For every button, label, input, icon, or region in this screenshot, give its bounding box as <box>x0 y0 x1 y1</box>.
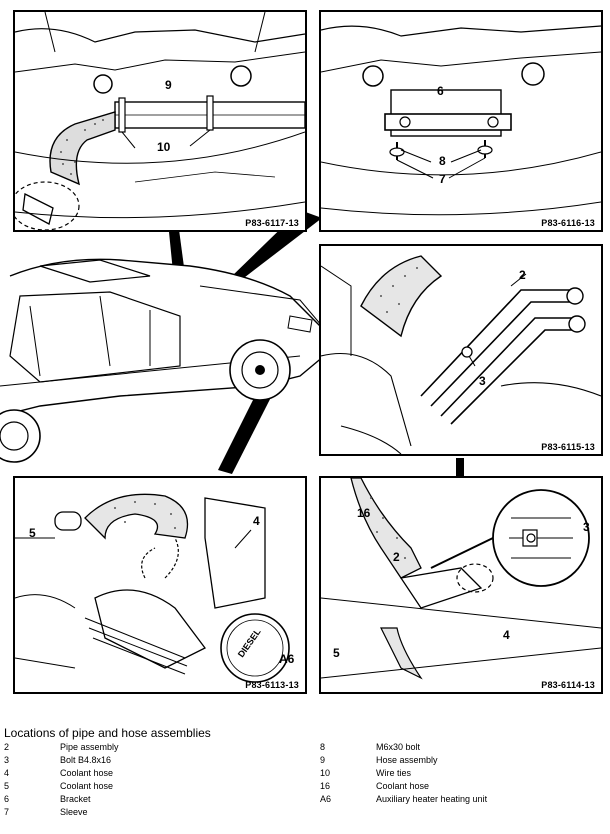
callout-A6: A6 <box>279 652 295 666</box>
panel-bottom-left: 5 4 A6 DIESEL P83-6113-13 <box>13 476 307 694</box>
legend-label: M6x30 bolt <box>376 742 421 752</box>
legend-label: Bolt B4.8x16 <box>60 755 112 765</box>
panel-mid-right: 2 3 P83-6115-13 <box>319 244 603 456</box>
legend-label: Hose assembly <box>376 755 438 765</box>
legend-number: 9 <box>320 755 326 765</box>
legend-number: 6 <box>4 794 10 804</box>
legend-label: Coolant hose <box>376 781 430 791</box>
legend-number: 5 <box>4 781 10 791</box>
callout-4: 4 <box>253 514 260 528</box>
legend-number: 3 <box>4 755 10 765</box>
callout-7: 7 <box>439 172 446 186</box>
callout-16: 16 <box>357 506 371 520</box>
callout-10: 10 <box>157 140 171 154</box>
callout-9: 9 <box>165 78 172 92</box>
legend: Locations of pipe and hose assemblies 2 … <box>4 726 604 817</box>
legend-label: Coolant hose <box>60 781 114 791</box>
callout-3: 3 <box>479 374 486 388</box>
pipe-assembly-illustration <box>321 255 601 454</box>
panel-top-right: 6 8 7 P83-6116-13 <box>319 10 603 232</box>
legend-label: Sleeve <box>60 807 88 817</box>
legend-number: 16 <box>320 781 331 791</box>
legend-number: 4 <box>4 768 10 778</box>
callout-5: 5 <box>333 646 340 660</box>
callout-8: 8 <box>439 154 446 168</box>
panel-bottom-right: 16 3 2 4 5 P83-6114-13 <box>319 476 603 694</box>
coolant-hose-routing-illustration <box>321 478 601 680</box>
figure-code: P83-6116-13 <box>541 218 595 228</box>
legend-number: 7 <box>4 807 10 817</box>
callout-6: 6 <box>437 84 444 98</box>
legend-label: Coolant hose <box>60 768 114 778</box>
legend-number: 8 <box>320 742 326 752</box>
bracket-bolt-illustration <box>321 25 601 216</box>
figure-code: P83-6114-13 <box>541 680 595 690</box>
callout-5: 5 <box>29 526 36 540</box>
vehicle-overview-illustration <box>0 258 325 463</box>
legend-label: Wire ties <box>376 768 412 778</box>
panel-top-left: 9 10 P83-6117-13 <box>13 10 307 232</box>
legend-label: Pipe assembly <box>60 742 119 752</box>
engine-bay-hose-illustration <box>15 12 305 230</box>
callout-4: 4 <box>503 628 510 642</box>
legend-label: Auxiliary heater heating unit <box>376 794 488 804</box>
legend-number: 10 <box>320 768 331 778</box>
heater-unit-illustration <box>15 493 290 683</box>
figure-code: P83-6115-13 <box>541 442 595 452</box>
legend-number: A6 <box>320 794 332 804</box>
legend-label: Bracket <box>60 794 91 804</box>
figure-code: P83-6117-13 <box>245 218 299 228</box>
callout-3: 3 <box>583 520 590 534</box>
legend-title: Locations of pipe and hose assemblies <box>4 726 211 740</box>
figure-code: P83-6113-13 <box>245 680 299 690</box>
callout-2: 2 <box>519 268 526 282</box>
callout-2: 2 <box>393 550 400 564</box>
legend-number: 2 <box>4 742 10 752</box>
